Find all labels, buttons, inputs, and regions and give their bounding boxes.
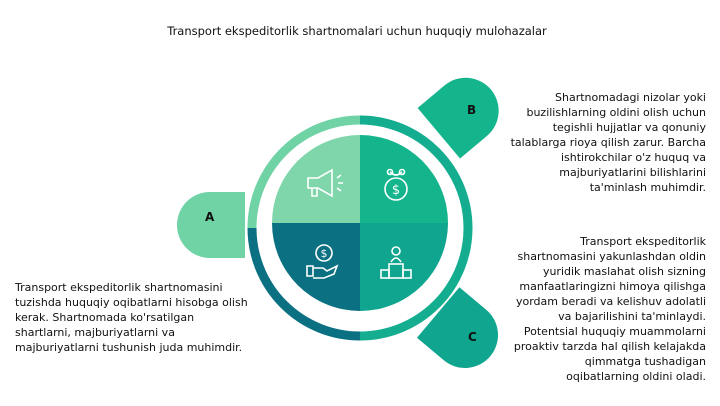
quadrant-tl bbox=[272, 135, 360, 223]
megaphone-icon bbox=[307, 168, 343, 198]
label-c: C bbox=[468, 330, 477, 344]
ring-top-left bbox=[247, 115, 361, 229]
tab-b-shape bbox=[417, 77, 499, 159]
svg-text:$: $ bbox=[321, 247, 328, 260]
money-bag-icon: $ bbox=[384, 168, 408, 201]
svg-text:$: $ bbox=[392, 183, 400, 198]
text-c: Transport ekspeditorlik shartnomasini ya… bbox=[513, 235, 706, 383]
podium-icon bbox=[380, 246, 412, 279]
ring-right bbox=[359, 115, 473, 341]
text-a: Transport ekspeditorlik shartnomasini tu… bbox=[15, 281, 248, 354]
hand-coin-icon: $ bbox=[306, 244, 339, 279]
tab-a-shape bbox=[177, 192, 245, 258]
quadrant-tr bbox=[360, 135, 448, 223]
ring-bottom bbox=[247, 227, 361, 341]
label-b: B bbox=[467, 103, 477, 117]
quadrant-br bbox=[360, 223, 448, 311]
text-b: Shartnomadagi nizolar yoki buzilishlarni… bbox=[510, 91, 706, 194]
quadrant-bl bbox=[272, 223, 360, 311]
page-title: Transport ekspeditorlik shartnomalari uc… bbox=[167, 24, 547, 38]
label-a: A bbox=[205, 210, 215, 224]
tab-c-shape bbox=[416, 287, 498, 368]
